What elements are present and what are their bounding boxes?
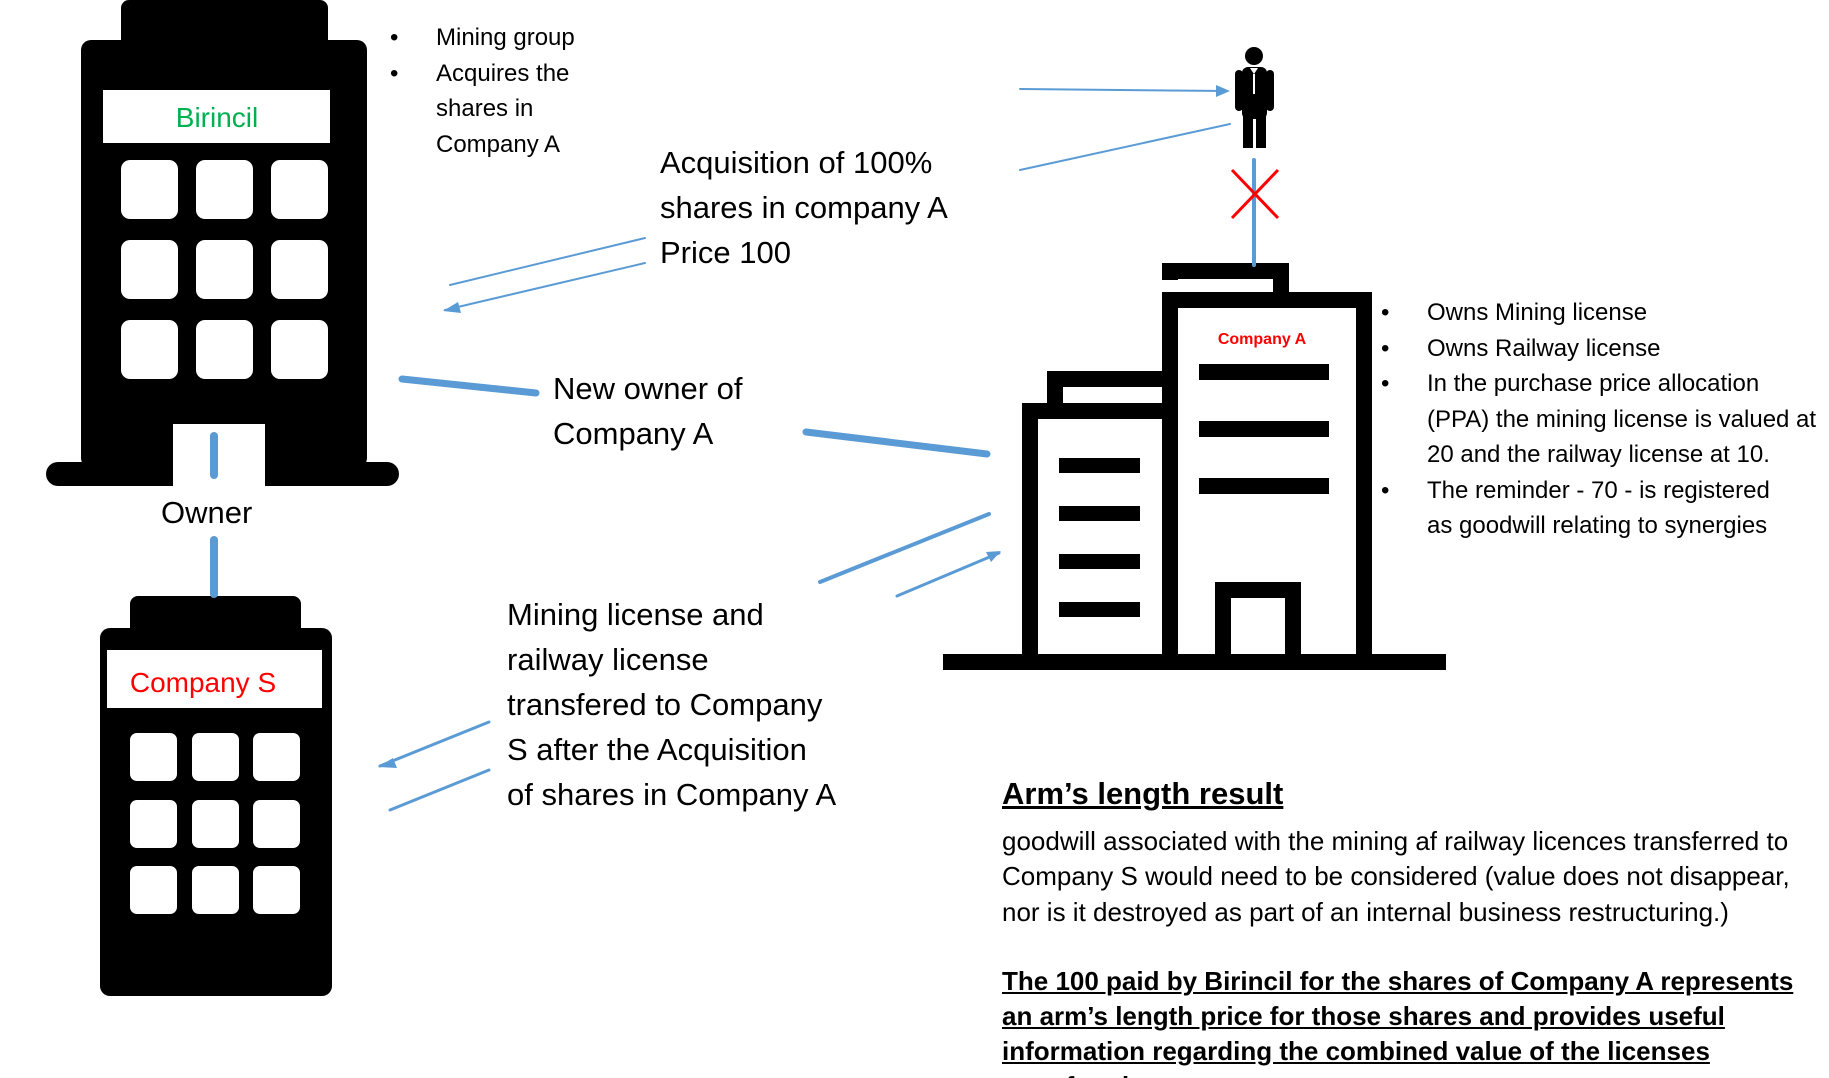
company-a-bullet-4-text: The reminder - 70 - is registered as goo… <box>1427 476 1770 540</box>
company-a-bullets: Owns Mining license Owns Railway license… <box>1381 295 1821 544</box>
connector-lines <box>210 88 1256 812</box>
transfer-label: Mining license and railway license trans… <box>507 592 836 817</box>
birincil-name: Birincil <box>176 102 258 133</box>
arms-length-conclusion: The 100 paid by Birincil for the shares … <box>1002 966 1794 1078</box>
company-s-name: Company S <box>130 667 276 698</box>
company-a-bullet-3: In the purchase price allocation (PPA) t… <box>1381 366 1821 473</box>
transfer-line-2: railway license <box>507 642 709 677</box>
new-owner-line-1: New owner of <box>553 371 743 406</box>
birincil-bullet-2: Acquires the shares in Company A <box>390 56 616 163</box>
birincil-bullets: Mining group Acquires the shares in Comp… <box>390 20 616 162</box>
arms-length-title: Arm’s length result <box>1002 776 1284 811</box>
new-owner-line-2: Company A <box>553 416 714 451</box>
company-a-bullet-1: Owns Mining license <box>1381 295 1821 331</box>
birincil-bullet-2-text: Acquires the shares in Company A <box>436 59 570 158</box>
acquisition-line-3: Price 100 <box>660 235 791 270</box>
transfer-line-3: transfered to Company <box>507 687 823 722</box>
transfer-line-1: Mining license and <box>507 597 764 632</box>
new-owner-label: New owner of Company A <box>553 366 743 456</box>
owner-label: Owner <box>161 495 253 530</box>
arms-length-body: goodwill associated with the mining af r… <box>1002 826 1790 927</box>
company-a-name: Company A <box>1218 331 1307 348</box>
birincil-bullet-1: Mining group <box>390 20 616 56</box>
birincil-building-icon <box>46 0 399 494</box>
acquisition-line-2: shares in company A <box>660 190 948 225</box>
acquisition-label: Acquisition of 100% shares in company A … <box>660 140 948 275</box>
arrowheads <box>378 85 1230 768</box>
company-s-building-icon <box>100 596 332 996</box>
company-a-bullet-2: Owns Railway license <box>1381 331 1821 367</box>
acquisition-line-1: Acquisition of 100% <box>660 145 933 180</box>
cross-icon <box>1230 168 1280 220</box>
transfer-line-4: S after the Acquisition <box>507 732 807 767</box>
company-a-bullet-4: The reminder - 70 - is registered as goo… <box>1381 473 1797 544</box>
person-icon <box>1235 47 1274 148</box>
company-a-windows <box>1059 364 1329 617</box>
transfer-line-5: of shares in Company A <box>507 777 837 812</box>
company-a-building-icon <box>943 263 1446 670</box>
